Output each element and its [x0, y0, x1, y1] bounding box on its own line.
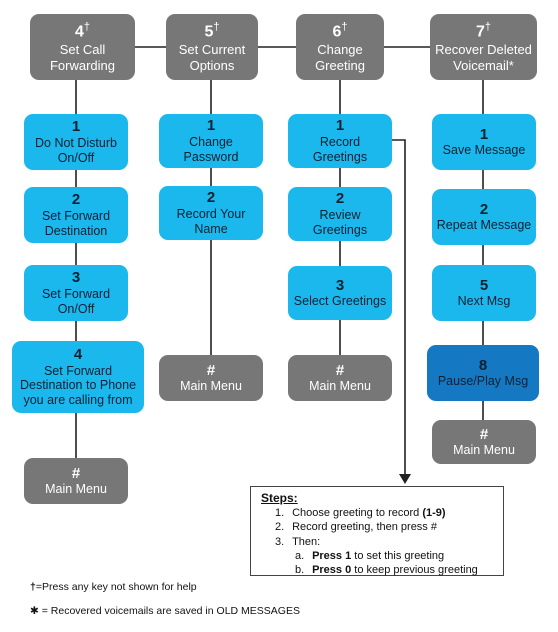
main-menu-col4: # Main Menu	[24, 458, 128, 504]
steps-panel: Steps: 1. Choose greeting to record (1-9…	[250, 486, 504, 576]
option-review-greetings: 2 Review Greetings	[288, 187, 392, 241]
header-label: Set Call Forwarding	[49, 42, 116, 73]
footnote-asterisk: ✱ = Recovered voicemails are saved in OL…	[30, 605, 300, 617]
header-set-call-forwarding: 4† Set Call Forwarding	[30, 14, 135, 80]
option-record-greetings: 1 Record Greetings	[288, 114, 392, 168]
main-menu-col5: # Main Menu	[159, 355, 263, 401]
footnote-dagger: †=Press any key not shown for help	[30, 581, 197, 593]
dagger-icon: †	[30, 581, 36, 593]
option-repeat-message: 2 Repeat Message	[432, 189, 536, 245]
header-change-greeting: 6† Change Greeting	[296, 14, 384, 80]
option-change-password: 1 Change Password	[159, 114, 263, 168]
asterisk-icon: ✱	[30, 605, 39, 617]
option-save-message: 1 Save Message	[432, 114, 536, 170]
step-item: 1. Choose greeting to record (1-9)	[275, 507, 446, 520]
option-do-not-disturb: 1 Do Not Disturb On/Off	[24, 114, 128, 170]
arrow-head-icon	[399, 474, 411, 484]
main-menu-col7: # Main Menu	[432, 420, 536, 464]
step-item: 3. Then:	[275, 535, 321, 548]
option-record-your-name: 2 Record Your Name	[159, 186, 263, 240]
header-recover-deleted-voicemail: 7† Recover Deleted Voicemail*	[430, 14, 537, 80]
option-next-msg: 5 Next Msg	[432, 265, 536, 321]
option-set-forward-destination: 2 Set Forward Destination	[24, 187, 128, 243]
step-subitem: b. Press 0 to keep previous greeting	[295, 563, 478, 576]
option-pause-play-msg: 8 Pause/Play Msg	[427, 345, 539, 401]
step-item: 2. Record greeting, then press #	[275, 521, 437, 534]
header-set-current-options: 5† Set Current Options	[166, 14, 258, 80]
option-forward-to-calling-phone: 4 Set Forward Destination to Phone you a…	[12, 341, 144, 413]
option-select-greetings: 3 Select Greetings	[288, 266, 392, 320]
steps-title: Steps:	[261, 491, 298, 505]
main-menu-col6: # Main Menu	[288, 355, 392, 401]
option-set-forward-on-off: 3 Set Forward On/Off	[24, 265, 128, 321]
step-subitem: a. Press 1 to set this greeting	[295, 549, 445, 562]
